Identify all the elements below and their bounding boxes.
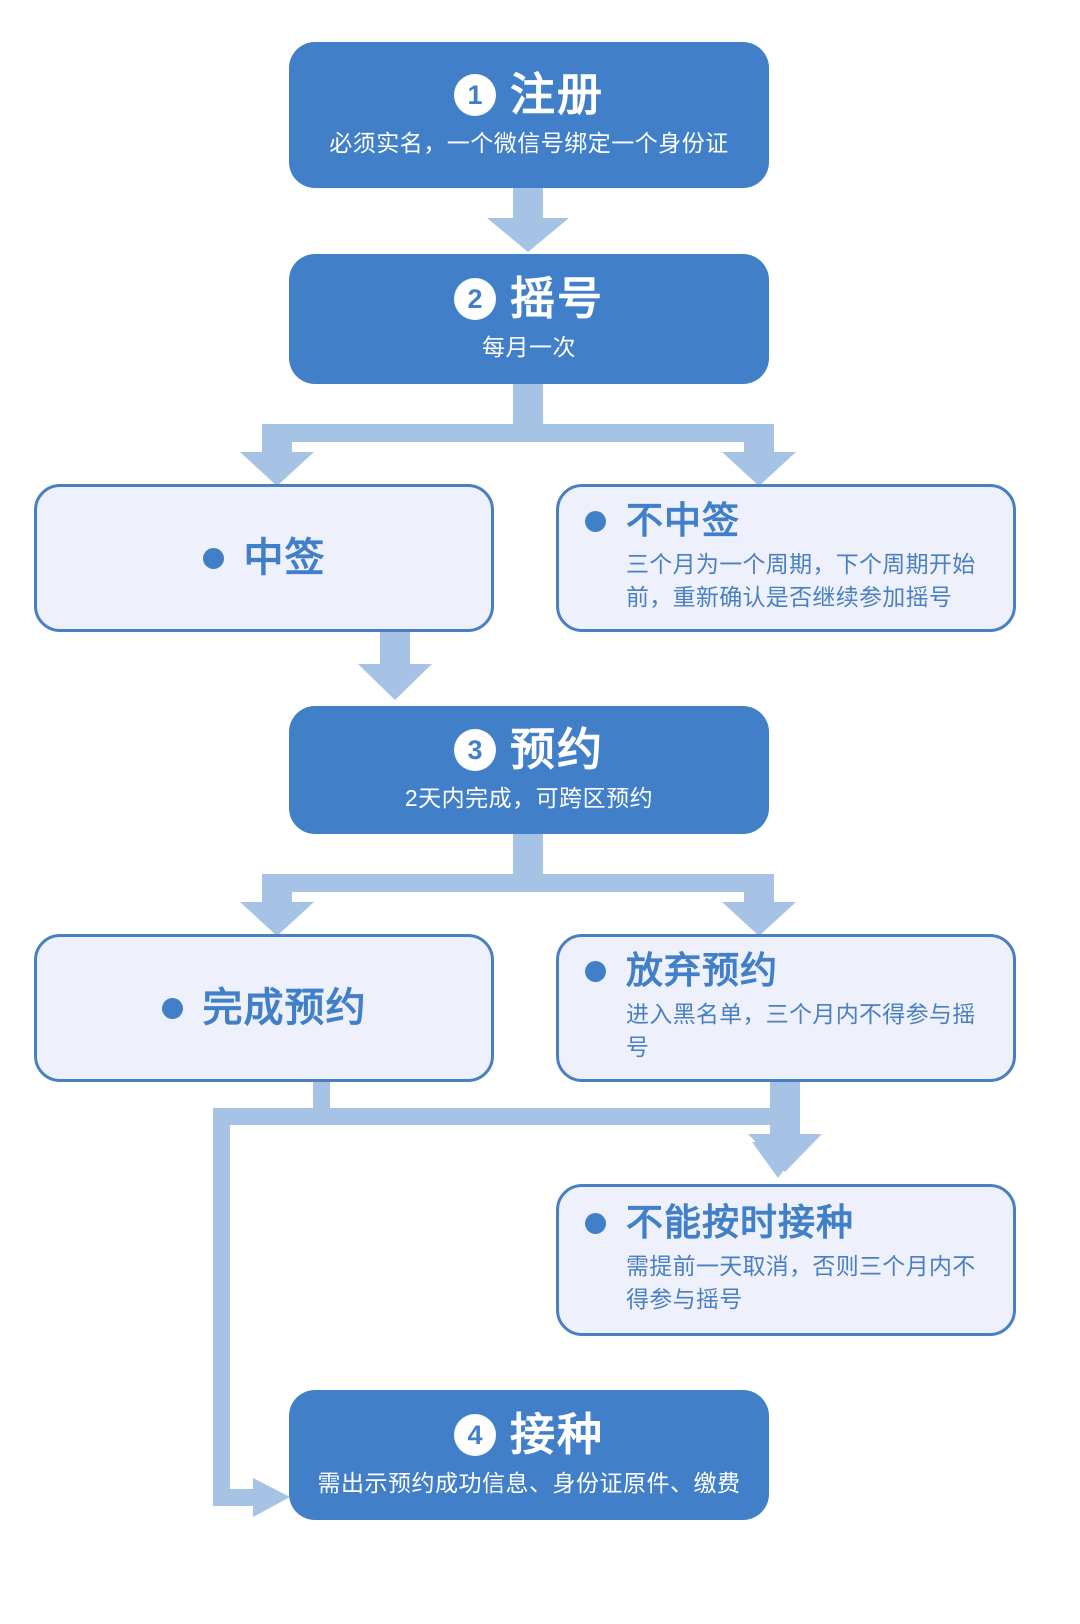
step-register-title: 注册 [509, 69, 604, 121]
connector-step1-to-step2 [487, 186, 569, 252]
bullet-dot-icon [585, 961, 606, 983]
connector-step3-split [240, 832, 796, 936]
outcome-miss-title: 不能按时接种 [626, 1202, 854, 1244]
circled-number-icon: 4 [453, 1414, 496, 1457]
outcome-lose-title: 不中签 [626, 500, 740, 542]
outcome-abandon-box[interactable]: 放弃预约 进入黑名单，三个月内不得参与摇号 [556, 934, 1016, 1082]
step-vaccination-subtitle: 需出示预约成功信息、身份证原件、缴费 [317, 1469, 741, 1496]
step-lottery-title-row: 2 摇号 [453, 273, 604, 325]
circled-number-icon: 3 [453, 729, 496, 772]
step-lottery-subtitle: 每月一次 [482, 333, 576, 360]
outcome-miss-box[interactable]: 不能按时接种 需提前一天取消，否则三个月内不得参与摇号 [556, 1184, 1016, 1336]
outcome-lose-body: 三个月为一个周期，下个周期开始前，重新确认是否继续参加摇号 [626, 551, 976, 611]
bullet-dot-icon [161, 997, 183, 1019]
outcome-win-box[interactable]: 中签 [34, 484, 494, 632]
outcome-booked-box[interactable]: 完成预约 [34, 934, 494, 1082]
outcome-lose-head: 不中签 [585, 501, 987, 542]
step-vaccination-title-row: 4 接种 [453, 1409, 604, 1461]
step-lottery-box[interactable]: 2 摇号 每月一次 [289, 254, 769, 384]
outcome-lose-box[interactable]: 不中签 三个月为一个周期，下个周期开始前，重新确认是否继续参加摇号 [556, 484, 1016, 632]
bullet-dot-icon [585, 511, 606, 533]
step-register-title-row: 1 注册 [453, 69, 604, 121]
connector-booked-split [213, 1082, 805, 1517]
outcome-abandon-title: 放弃预约 [626, 950, 778, 992]
step-register-subtitle: 必须实名，一个微信号绑定一个身份证 [329, 129, 729, 156]
outcome-win-title: 中签 [243, 536, 326, 580]
circled-number-icon: 1 [453, 74, 496, 117]
bullet-dot-icon [585, 1213, 606, 1235]
step-vaccination-title: 接种 [509, 1409, 604, 1461]
step-vaccination-box[interactable]: 4 接种 需出示预约成功信息、身份证原件、缴费 [289, 1390, 769, 1520]
outcome-booked-head: 完成预约 [161, 986, 367, 1030]
connector-step2-split [240, 382, 796, 486]
step-register-box[interactable]: 1 注册 必须实名，一个微信号绑定一个身份证 [289, 42, 769, 188]
outcome-miss-head: 不能按时接种 [585, 1203, 987, 1244]
step-appointment-title-row: 3 预约 [453, 724, 604, 776]
outcome-abandon-head: 放弃预约 [585, 951, 987, 992]
step-appointment-title: 预约 [509, 724, 604, 776]
outcome-miss-body: 需提前一天取消，否则三个月内不得参与摇号 [626, 1253, 976, 1313]
outcome-abandon-body: 进入黑名单，三个月内不得参与摇号 [626, 1001, 976, 1061]
step-appointment-box[interactable]: 3 预约 2天内完成，可跨区预约 [289, 706, 769, 834]
step-lottery-title: 摇号 [509, 273, 604, 325]
step-appointment-subtitle: 2天内完成，可跨区预约 [404, 784, 654, 811]
outcome-win-head: 中签 [202, 536, 326, 580]
connector-win-to-step3 [358, 630, 432, 700]
bullet-dot-icon [202, 547, 224, 569]
outcome-booked-title: 完成预约 [202, 986, 367, 1030]
circled-number-icon: 2 [453, 278, 496, 321]
